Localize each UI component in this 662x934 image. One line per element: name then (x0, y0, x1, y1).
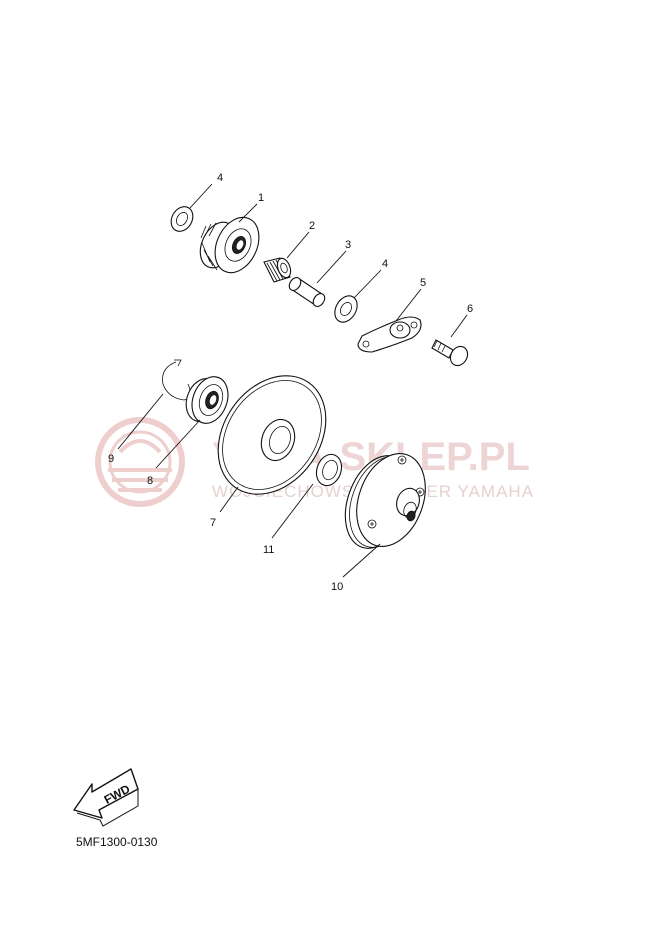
callouts: 4 1 2 3 4 5 6 9 8 7 11 10 (108, 172, 473, 593)
callout-10: 10 (331, 581, 343, 593)
part-clutch-housing (344, 453, 426, 549)
fwd-arrow-icon: FWD (73, 768, 139, 827)
callout-9: 9 (108, 453, 114, 465)
callout-5: 5 (420, 277, 426, 289)
part-spacer (315, 453, 343, 487)
callout-6: 6 (467, 303, 473, 315)
part-gear (199, 216, 260, 274)
part-washer-upper (170, 206, 194, 232)
part-screw (431, 339, 469, 367)
watermark-logo (95, 417, 185, 507)
part-code: 5MF1300-0130 (76, 835, 158, 849)
callout-4-upper: 4 (217, 172, 223, 184)
callout-3: 3 (345, 239, 351, 251)
callout-8: 8 (147, 475, 153, 487)
callout-2: 2 (309, 220, 315, 232)
part-washer-lower (334, 295, 358, 323)
part-ball-bearing (185, 376, 229, 424)
part-shaft (288, 277, 326, 307)
leader-lines (117, 183, 468, 578)
callout-11: 11 (263, 544, 274, 556)
part-circlip (162, 359, 191, 401)
callout-1: 1 (258, 192, 264, 204)
part-needle-bearing (263, 257, 292, 283)
callout-4-lower: 4 (382, 258, 388, 270)
callout-7: 7 (210, 517, 216, 529)
part-gear-ring (217, 375, 327, 495)
part-plate (357, 316, 422, 353)
